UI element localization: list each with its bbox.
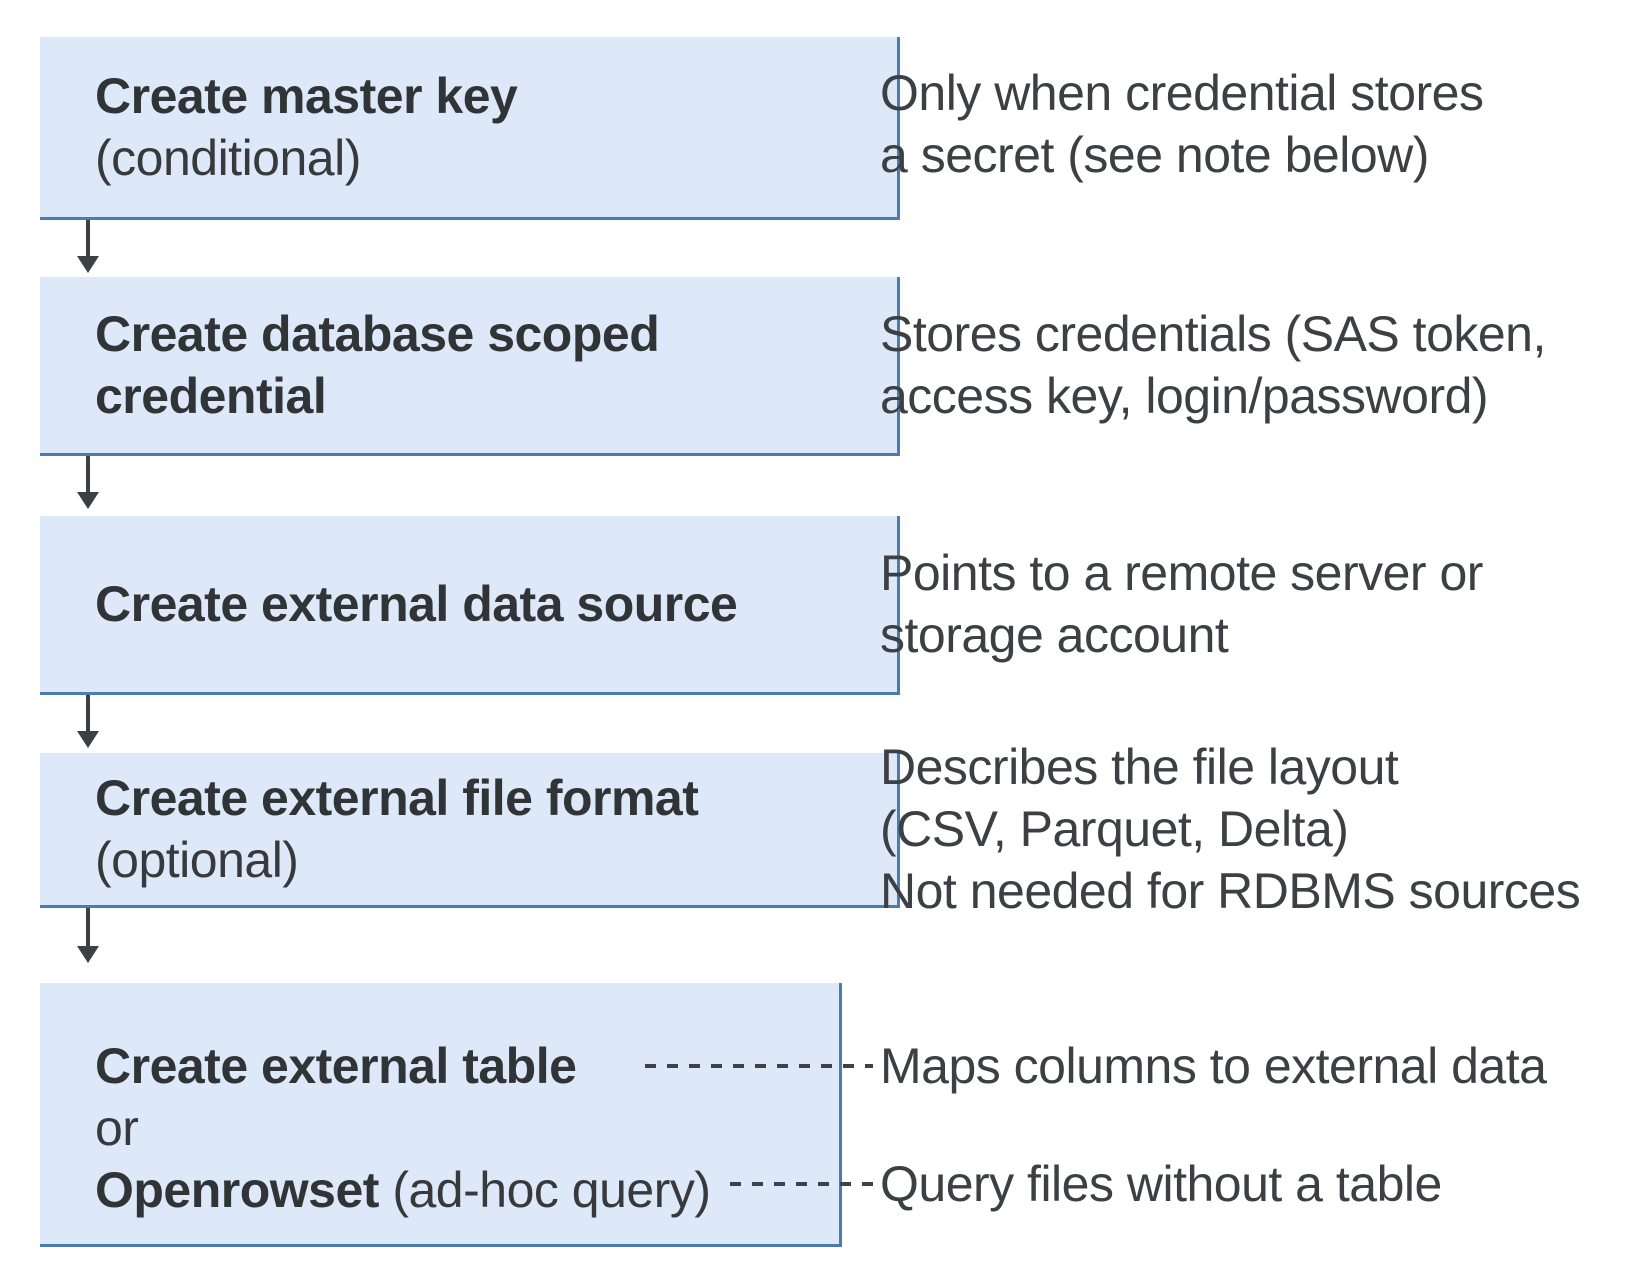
flow-arrow-3 [77,695,99,748]
arrow-head-icon [77,731,99,748]
external-table-label: Create external table [95,1038,577,1094]
dashed-connector-external-table [645,1064,873,1068]
step-option-conjunction: or [95,1097,839,1159]
arrow-stem [86,220,90,256]
annotation-external-data-source: Points to a remote server or storage acc… [880,545,1483,663]
dashed-connector-openrowset [730,1182,873,1186]
step-box-create-master-key: Create master key (conditional) [40,37,900,220]
arrow-head-icon [77,492,99,509]
openrowset-suffix-label: (ad-hoc query) [378,1162,711,1218]
step-title-external-file-format: Create external file format [95,770,699,826]
arrow-stem [86,695,90,731]
step-option-openrowset: Openrowset (ad-hoc query) [95,1159,839,1221]
or-label: or [95,1100,139,1156]
annotation-openrowset: Query files without a table [880,1156,1442,1212]
flow-arrow-2 [77,456,99,509]
arrow-head-icon [77,256,99,273]
annotation-external-file-format: Describes the file layout (CSV, Parquet,… [880,739,1581,919]
step-box-external-table-or-openrowset: Create external table or Openrowset (ad-… [40,983,842,1247]
flow-arrow-1 [77,220,99,273]
step-subtitle-master-key: (conditional) [95,130,361,186]
step-title-external-data-source: Create external data source [95,576,738,632]
arrow-stem [86,908,90,946]
annotation-master-key: Only when credential stores a secret (se… [880,65,1484,183]
step-title-database-scoped-credential: Create database scoped credential [95,306,660,424]
step-box-database-scoped-credential: Create database scoped credential [40,277,900,456]
step-title-master-key: Create master key [95,68,518,124]
arrow-stem [86,456,90,492]
annotation-database-scoped-credential: Stores credentials (SAS token, access ke… [880,306,1546,424]
flow-arrow-4 [77,908,99,963]
step-box-external-file-format: Create external file format (optional) [40,753,900,908]
annotation-external-table: Maps columns to external data [880,1038,1547,1094]
step-option-external-table: Create external table [95,1035,839,1097]
openrowset-label: Openrowset [95,1162,379,1218]
step-box-external-data-source: Create external data source [40,516,900,695]
step-subtitle-external-file-format: (optional) [95,832,299,888]
arrow-head-icon [77,946,99,963]
